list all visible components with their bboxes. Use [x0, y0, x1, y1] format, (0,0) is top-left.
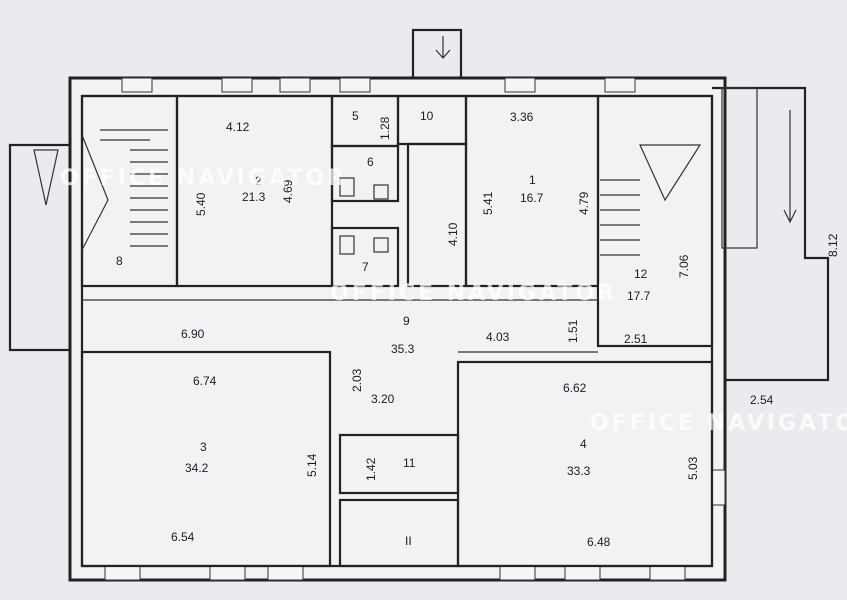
watermark: OFFICE NAVIGATOR OFFICE NAVIGATOR OFFICE… [60, 166, 847, 436]
room-dimension: 6.62 [563, 381, 587, 395]
watermark-text: OFFICE NAVIGATOR [590, 411, 847, 436]
room-2: 2 21.3 4.12 5.40 4.69 [194, 120, 295, 216]
room-dimension: 5.40 [194, 192, 208, 216]
room-number: 4 [580, 437, 587, 451]
room-number: 2 [255, 174, 262, 188]
room-dimension: 6.54 [171, 530, 195, 544]
room-number: 9 [403, 314, 410, 328]
room-number: 8 [116, 254, 123, 268]
room-12: 12 17.7 7.06 1.51 2.51 [566, 254, 691, 346]
room-dimension: 4.79 [577, 191, 591, 215]
room-number: 6 [367, 155, 374, 169]
watermark-text: OFFICE NAVIGATOR [60, 166, 347, 191]
room-number: 3 [200, 440, 207, 454]
room-dimension: 2.03 [350, 368, 364, 392]
room-dimension: 1.42 [364, 457, 378, 481]
room-area: 21.3 [242, 190, 266, 204]
stair-mark: II [405, 534, 412, 548]
room-number: 5 [352, 109, 359, 123]
room-dimension: 5.03 [686, 456, 700, 480]
room-dimension: 4.69 [281, 179, 295, 203]
room-dimension: 1.28 [378, 116, 392, 140]
room-dimension: 7.06 [677, 254, 691, 278]
room-dimension: 6.74 [193, 374, 217, 388]
room-dimension: 1.51 [566, 319, 580, 343]
room-dimension: 6.90 [181, 327, 205, 341]
room-6: 6 [367, 155, 374, 169]
room-10: 10 4.10 [420, 109, 460, 246]
room-9: 9 35.3 6.90 4.03 2.03 3.20 [181, 314, 510, 406]
room-dimension: 5.14 [305, 453, 319, 477]
room-dimension: 4.12 [226, 120, 250, 134]
room-number: 11 [403, 456, 416, 470]
room-number: 10 [420, 109, 434, 123]
room-area: 16.7 [520, 191, 544, 205]
room-7: 7 [362, 260, 369, 274]
room-area: 33.3 [567, 464, 591, 478]
room-number: 1 [529, 173, 536, 187]
interior-walls [80, 94, 714, 568]
windows [104, 77, 726, 581]
room-11: 11 1.42 [364, 456, 416, 481]
room-5: 5 1.28 [352, 109, 392, 140]
room-dimension: 3.36 [510, 110, 534, 124]
room-8: 8 [116, 254, 123, 268]
room-area: 34.2 [185, 461, 209, 475]
annex-dimension: 8.12 [826, 233, 840, 257]
room-1: 1 16.7 3.36 5.41 4.79 [481, 110, 591, 215]
room-dimension: 6.48 [587, 535, 611, 549]
room-area: 17.7 [627, 289, 651, 303]
room-number: 7 [362, 260, 369, 274]
room-dimension: 4.03 [486, 330, 510, 344]
annex-dimension: 2.54 [750, 393, 774, 407]
room-dimension: 4.10 [446, 222, 460, 246]
room-dimension: 5.41 [481, 191, 495, 215]
room-4: 4 33.3 6.62 5.03 6.48 [563, 381, 700, 549]
room-dimension: 3.20 [371, 392, 395, 406]
room-area: 35.3 [391, 342, 415, 356]
room-3: 3 34.2 6.74 5.14 6.54 [171, 374, 319, 544]
room-number: 12 [634, 267, 648, 281]
watermark-text: OFFICE NAVIGATOR [330, 281, 617, 306]
room-dimension: 2.51 [624, 332, 648, 346]
